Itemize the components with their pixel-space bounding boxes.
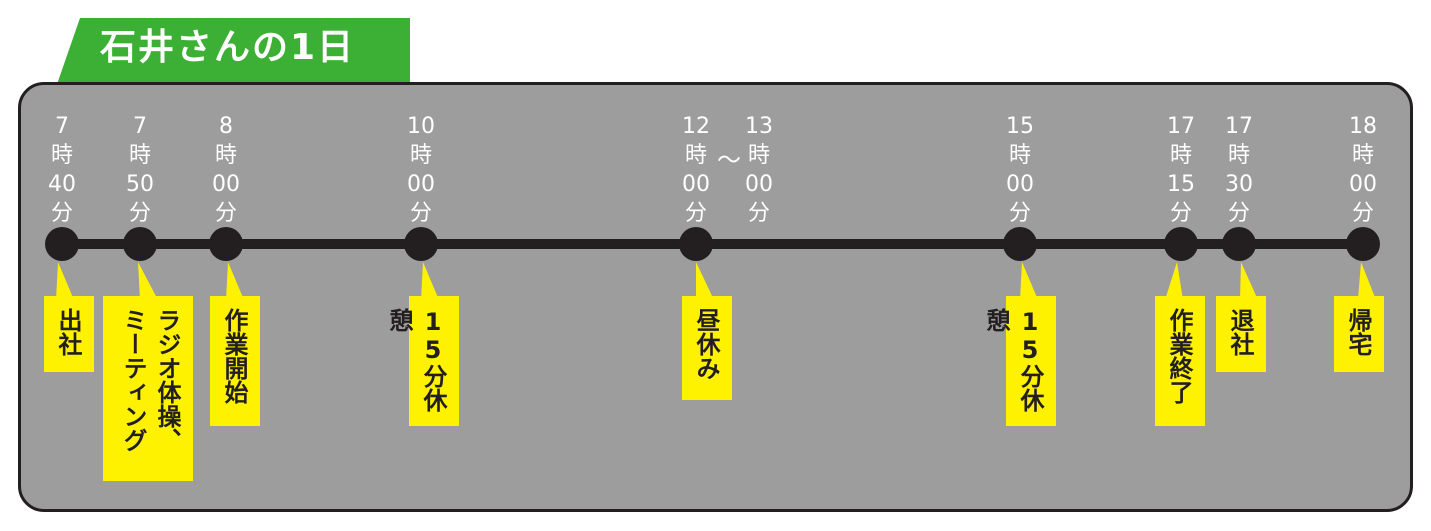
timeline-dot-1730 — [1222, 227, 1256, 261]
callout-pointer-8 — [1358, 262, 1376, 300]
event-label-arrive-work: 出社 — [44, 296, 94, 372]
event-label-radio-exercise-meeting: ラジオ体操、ミーティング — [103, 296, 193, 481]
timeline-dot-1800 — [1346, 227, 1380, 261]
page-title: 石井さんの1日 — [100, 27, 356, 68]
timeline-dot-0800 — [209, 227, 243, 261]
event-label-work-start: 作業開始 — [210, 296, 260, 426]
event-label-leave-work: 退社 — [1216, 296, 1266, 372]
callout-pointer-2 — [226, 262, 244, 300]
callout-pointer-6 — [1165, 262, 1183, 300]
event-label-arrive-home: 帰宅 — [1334, 296, 1384, 372]
event-label-lunch-break: 昼休み — [682, 296, 732, 400]
callout-pointer-5 — [1020, 262, 1038, 300]
event-label-work-end: 作業終了 — [1155, 296, 1205, 426]
timeline-dot-1500 — [1003, 227, 1037, 261]
callout-pointer-7 — [1240, 262, 1258, 300]
timeline-dot-1200 — [679, 227, 713, 261]
timeline-dot-1000 — [404, 227, 438, 261]
title-tab — [55, 18, 410, 90]
callout-pointer-1 — [138, 262, 158, 300]
event-label-break-1: 15分休憩 — [385, 296, 459, 426]
range-separator: ～ — [717, 146, 741, 174]
timeline-dot-1715 — [1164, 227, 1198, 261]
timeline-dot-0740 — [45, 227, 79, 261]
callout-pointer-4 — [696, 262, 714, 300]
event-label-break-2: 15分休憩 — [982, 296, 1056, 426]
callout-pointer-0 — [56, 262, 74, 300]
callout-pointer-3 — [421, 262, 439, 300]
timeline-dot-0750 — [123, 227, 157, 261]
